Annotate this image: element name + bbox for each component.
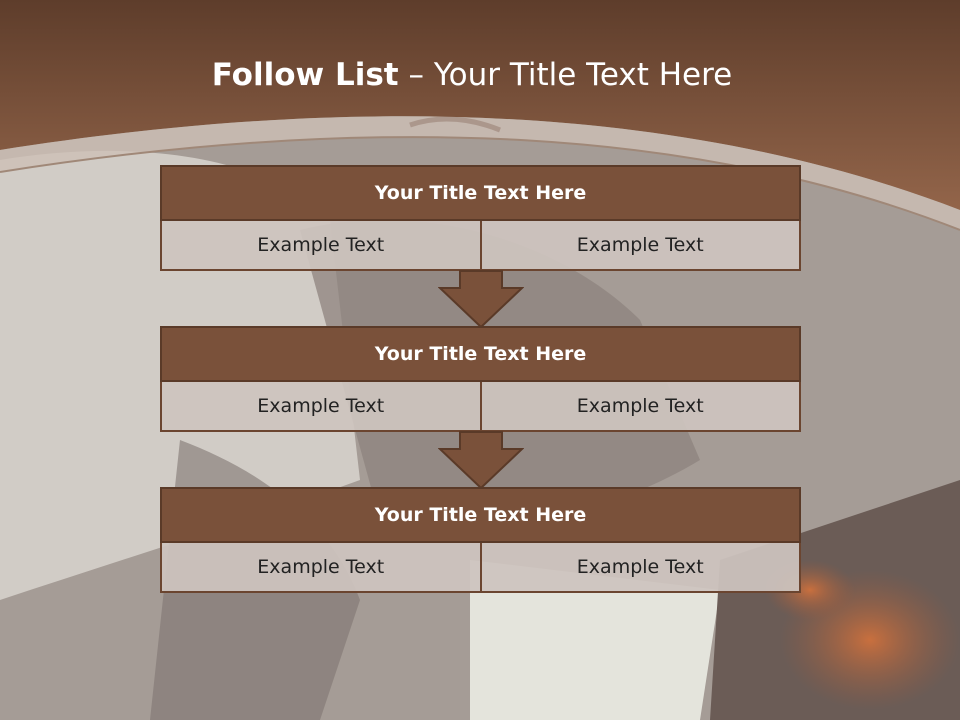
step-left-cell: Example Text [160, 543, 482, 593]
step-row: Example Text Example Text [160, 543, 801, 593]
step-title: Your Title Text Here [160, 165, 801, 221]
step-block: Your Title Text Here Example Text Exampl… [160, 165, 801, 271]
step-left-cell: Example Text [160, 382, 482, 432]
slide-title: Follow List – Your Title Text Here [0, 54, 944, 96]
slide-title-bold: Follow List [211, 57, 399, 93]
step-title: Your Title Text Here [160, 487, 801, 543]
slide-title-rest: – Your Title Text Here [398, 57, 733, 93]
down-arrow-icon [438, 431, 524, 489]
step-right-cell: Example Text [481, 221, 801, 271]
step-row: Example Text Example Text [160, 221, 801, 271]
step-left-cell: Example Text [160, 221, 482, 271]
step-right-cell: Example Text [481, 382, 801, 432]
step-right-cell: Example Text [481, 543, 801, 593]
step-block: Your Title Text Here Example Text Exampl… [160, 326, 801, 432]
step-title: Your Title Text Here [160, 326, 801, 382]
down-arrow-icon [438, 270, 524, 328]
step-row: Example Text Example Text [160, 382, 801, 432]
step-block: Your Title Text Here Example Text Exampl… [160, 487, 801, 593]
